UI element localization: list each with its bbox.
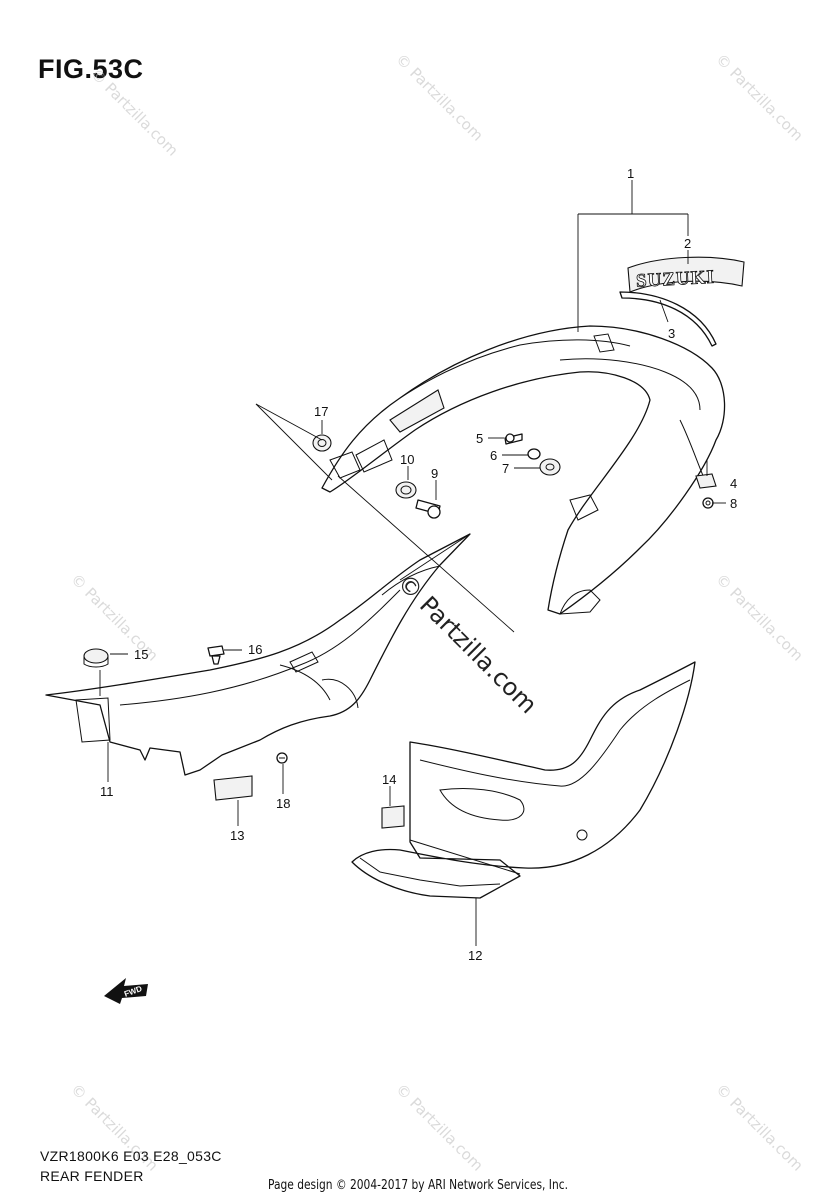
callout-9: 9 <box>431 466 438 481</box>
leader-lines <box>99 180 726 946</box>
callout-5: 5 <box>476 431 483 446</box>
fig-title: FIG.53C <box>38 54 144 84</box>
emblem-brand-text: SUZUKI <box>636 267 716 292</box>
callout-1: 1 <box>627 166 634 181</box>
part-1-tail-cowl[interactable] <box>321 325 726 615</box>
part-12-mud-guard[interactable] <box>351 661 696 899</box>
callout-18: 18 <box>276 796 290 811</box>
watermark-text: © Partzilla.com <box>712 570 807 665</box>
watermark-text: © Partzilla.com <box>392 50 487 145</box>
callout-12: 12 <box>468 948 482 963</box>
callout-2: 2 <box>684 236 691 251</box>
callout-13: 13 <box>230 828 244 843</box>
part-2-suzuki-emblem[interactable]: SUZUKI <box>627 256 745 293</box>
callout-8: 8 <box>730 496 737 511</box>
part-16-clip[interactable] <box>207 645 225 665</box>
part-5-screw[interactable] <box>504 433 523 445</box>
callout-17: 17 <box>314 404 328 419</box>
model-code: VZR1800K6 E03 E28_053C <box>40 1148 222 1164</box>
part-9-bolt[interactable] <box>415 499 441 519</box>
part-8-screw[interactable] <box>702 497 714 509</box>
callout-7: 7 <box>502 461 509 476</box>
callout-4: 4 <box>730 476 737 491</box>
part-13-pad[interactable] <box>213 775 253 801</box>
callout-15: 15 <box>134 647 148 662</box>
footer-copyright: Page design © 2004-2017 by ARI Network S… <box>268 1178 568 1193</box>
watermark-text: © Partzilla.com <box>712 50 807 145</box>
callout-16: 16 <box>248 642 262 657</box>
fwd-direction-arrow: FWD <box>104 978 148 1004</box>
part-7-cushion[interactable] <box>539 458 561 476</box>
part-6-collar[interactable] <box>527 448 541 460</box>
part-3-trim-strip[interactable] <box>619 291 717 347</box>
part-14-pad[interactable] <box>381 805 405 829</box>
watermark-text: © Partzilla.com <box>87 65 182 160</box>
part-4-nut-clip[interactable] <box>695 473 717 489</box>
part-17-grommet[interactable] <box>312 434 332 452</box>
section-name: REAR FENDER <box>40 1168 144 1184</box>
part-18-screw[interactable] <box>276 752 288 764</box>
part-11-rear-fender[interactable] <box>45 533 471 776</box>
callout-numbers: 1 2 3 4 5 6 7 8 9 10 11 12 13 14 15 16 1… <box>100 166 737 963</box>
part-10-grommet[interactable] <box>395 481 417 499</box>
callout-6: 6 <box>490 448 497 463</box>
part-15-plug[interactable] <box>83 648 109 668</box>
callout-10: 10 <box>400 452 414 467</box>
callout-14: 14 <box>382 772 396 787</box>
watermark-text: © Partzilla.com <box>392 1080 487 1175</box>
callout-11: 11 <box>100 784 114 799</box>
callout-3: 3 <box>668 326 675 341</box>
watermark-text: © Partzilla.com <box>712 1080 807 1175</box>
